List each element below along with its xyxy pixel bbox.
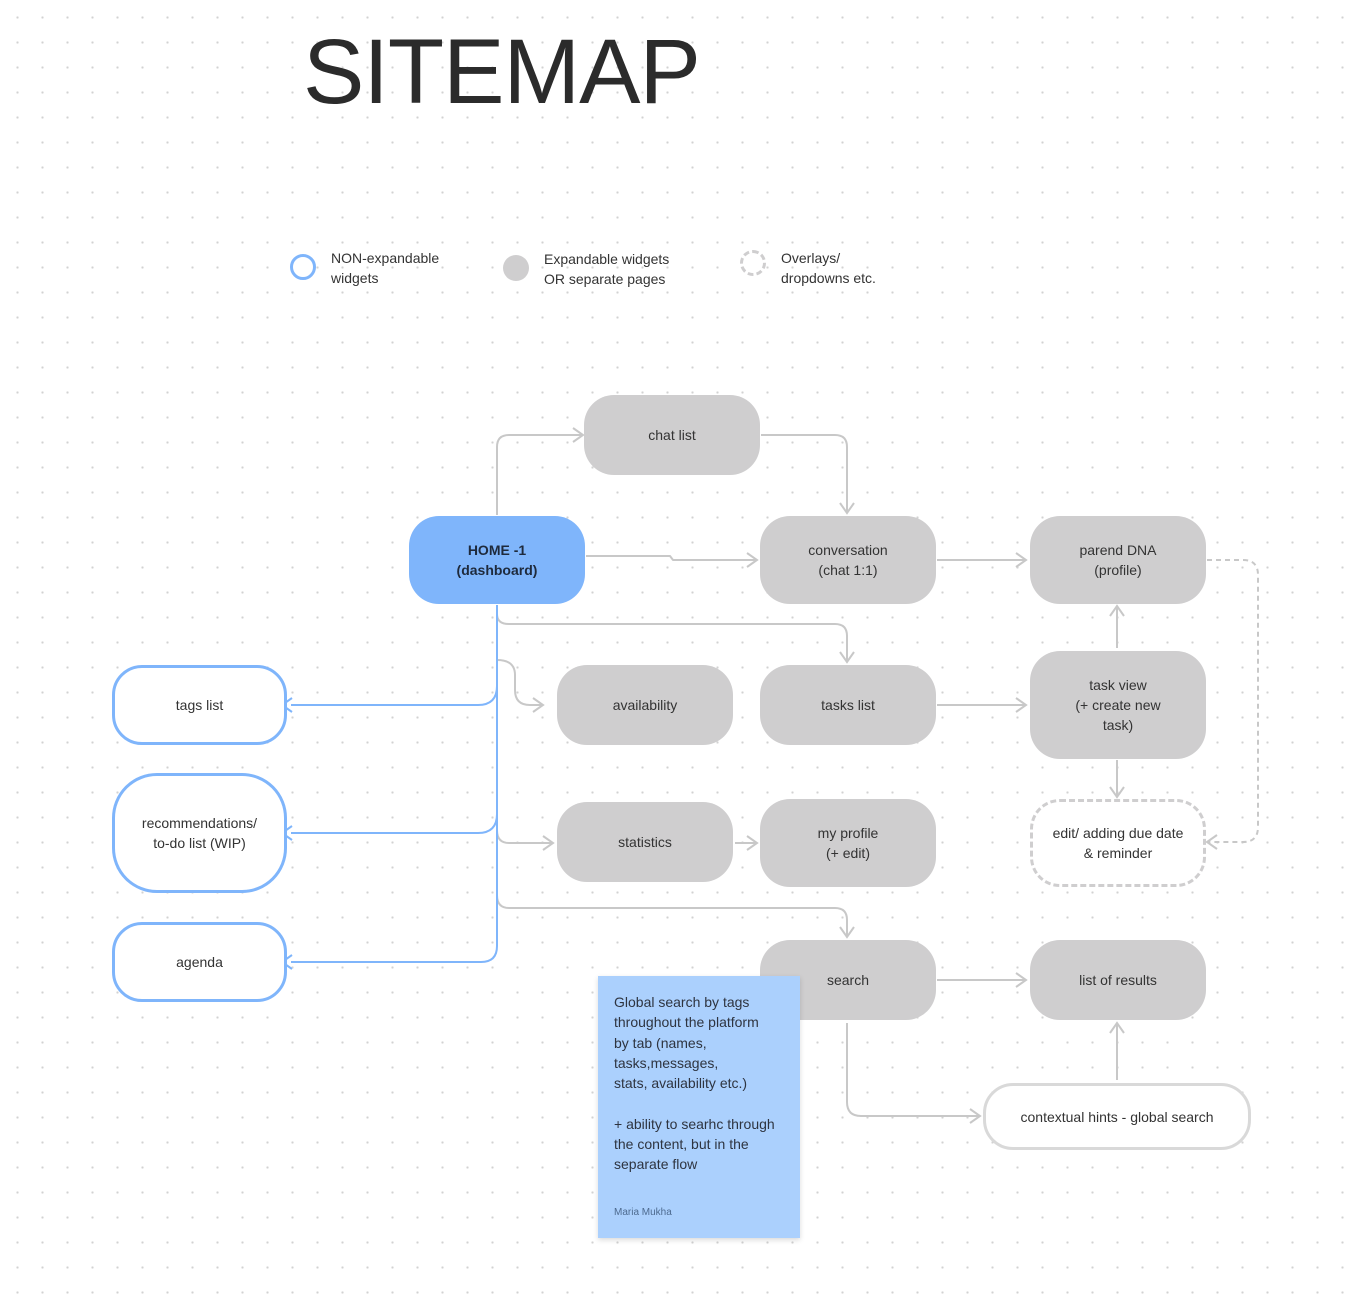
legend-overlay-symbol (740, 250, 766, 276)
node-list-of-results[interactable]: list of results (1030, 940, 1206, 1020)
legend-non-expandable-label: NON-expandable widgets (331, 250, 440, 286)
sticky-note-author: Maria Mukha (614, 1207, 672, 1218)
sticky-note: Global search by tags throughout the pla… (598, 976, 800, 1238)
page-title: SITEMAP (303, 21, 701, 123)
node-tasks-list[interactable]: tasks list (760, 665, 936, 745)
connector-home-to-statistics (496, 829, 555, 851)
node-tags-list[interactable]: tags list (112, 665, 287, 745)
connector-home-to-search (496, 894, 855, 939)
node-parent-dna[interactable]: parend DNA (profile) (1030, 516, 1206, 604)
connector-home-to-chat-list (496, 427, 585, 515)
node-contextual-hints[interactable]: contextual hints - global search (983, 1083, 1251, 1150)
node-agenda[interactable]: agenda (112, 922, 287, 1002)
legend-overlay-label: Overlays/ dropdowns etc. (781, 250, 876, 286)
node-task-view[interactable]: task view (+ create new task) (1030, 651, 1206, 759)
node-statistics[interactable]: statistics (557, 802, 733, 882)
node-chat-list[interactable]: chat list (584, 395, 760, 475)
node-my-profile[interactable]: my profile (+ edit) (760, 799, 936, 887)
connector-parent-dna-to-edit (1205, 559, 1259, 850)
node-edit-due-date[interactable]: edit/ adding due date & reminder (1030, 799, 1206, 887)
connector-home-to-recommendations (280, 813, 498, 841)
node-home-dashboard[interactable]: HOME -1 (dashboard) (409, 516, 585, 604)
node-recommendations[interactable]: recommendations/ to-do list (WIP) (112, 773, 287, 893)
connector-search-to-hints (846, 1023, 982, 1124)
connector-home-to-availability (496, 659, 545, 713)
sticky-note-text: Global search by tags throughout the pla… (614, 994, 775, 1173)
legend-non-expandable-symbol (290, 254, 316, 280)
connector-home-to-tasks-list (496, 605, 855, 664)
legend-expandable-label: Expandable widgets OR separate pages (544, 251, 670, 287)
connector-home-to-agenda (280, 605, 498, 970)
node-availability[interactable]: availability (557, 665, 733, 745)
connector-home-to-conversation (586, 552, 759, 568)
legend-expandable-symbol (503, 255, 529, 281)
connector-chat-list-to-conversation (761, 434, 855, 515)
connector-home-to-tags-list (280, 685, 498, 713)
node-conversation[interactable]: conversation (chat 1:1) (760, 516, 936, 604)
